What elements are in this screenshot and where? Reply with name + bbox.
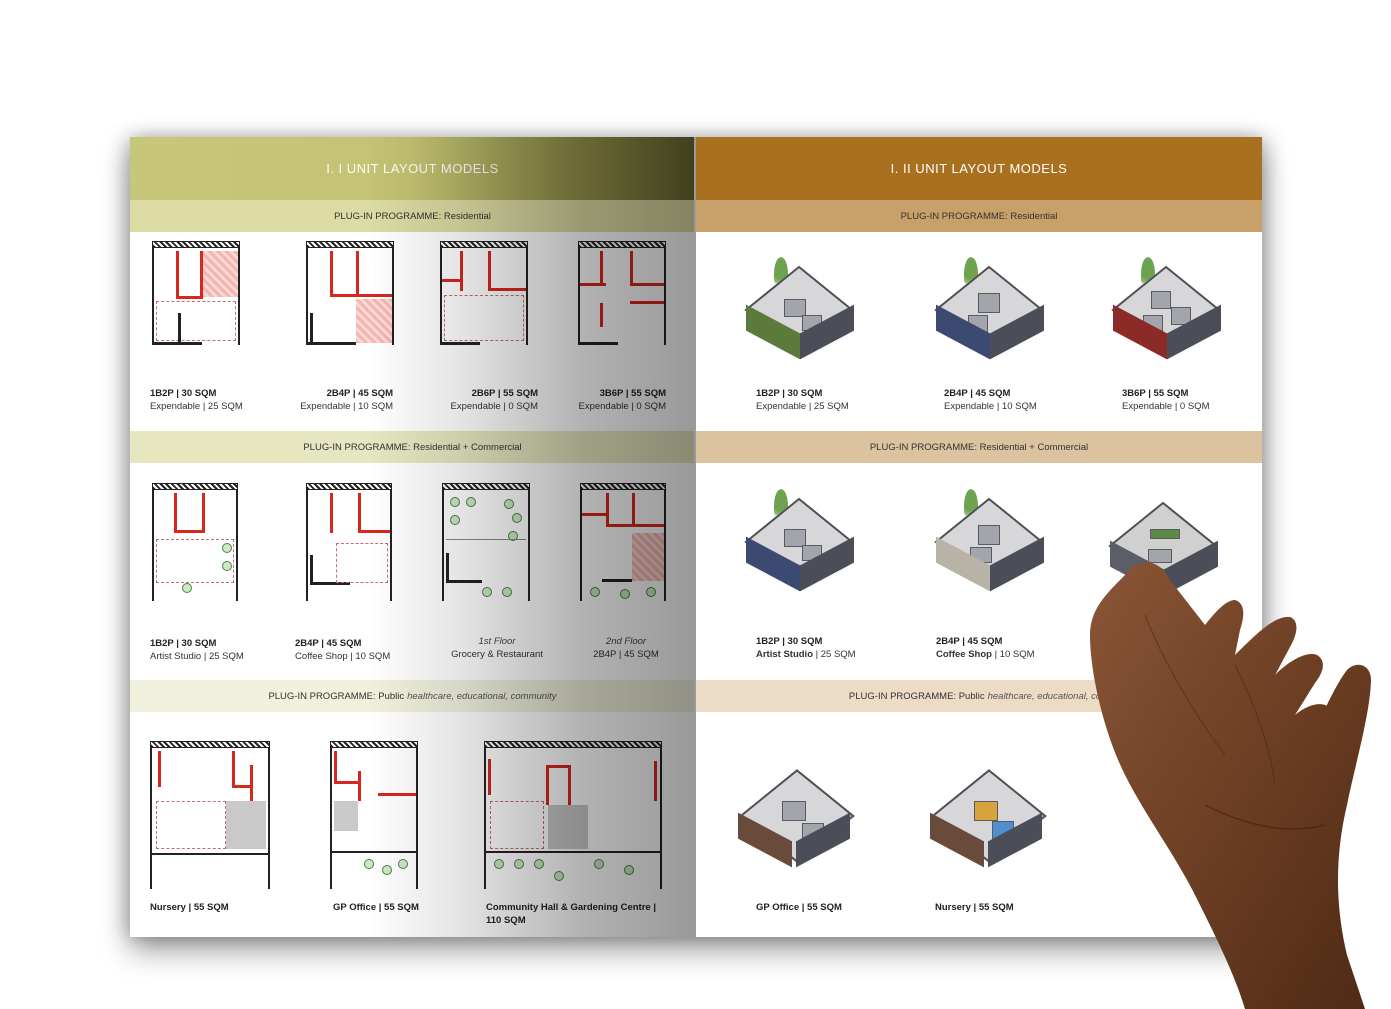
caption-nursery: Nursery | 55 SQM bbox=[150, 902, 229, 913]
iso-model-gp-office bbox=[736, 765, 856, 885]
caption-2b4p: 2B4P | 45 SQM Expendable | 10 SQM bbox=[300, 388, 393, 412]
floor-plan-1b2p bbox=[152, 241, 240, 345]
floor-plan-2nd-floor bbox=[580, 483, 666, 601]
floor-plan-2b4p bbox=[306, 241, 394, 345]
floor-plan-grocery-restaurant bbox=[442, 483, 530, 601]
left-page: I. I UNIT LAYOUT MODELS PLUG-IN PROGRAMM… bbox=[130, 137, 695, 937]
caption-iso-coffee-shop: 2B4P | 45 SQM Coffee Shop | 10 SQM bbox=[936, 636, 1035, 660]
caption-iso-3b6p: 3B6P | 55 SQM Expendable | 0 SQM bbox=[1122, 388, 1210, 412]
caption-3b6p: 3B6P | 55 SQM Expendable | 0 SQM bbox=[578, 388, 667, 412]
caption-iso-2b4p: 2B4P | 45 SQM Expendable | 10 SQM bbox=[944, 388, 1037, 412]
iso-model-artist-studio bbox=[744, 489, 854, 605]
floor-plan-3b6p bbox=[578, 241, 666, 345]
floor-plan-nursery bbox=[150, 741, 270, 889]
caption-iso-nursery: Nursery | 55 SQM bbox=[935, 902, 1014, 913]
caption-iso-artist-studio: 1B2P | 30 SQM Artist Studio | 25 SQM bbox=[756, 636, 856, 660]
caption-artist-studio: 1B2P | 30 SQM Artist Studio | 25 SQM bbox=[150, 638, 244, 662]
caption-2nd-floor: 2nd Floor 2B4P | 45 SQM bbox=[593, 636, 659, 660]
left-programme-residential: PLUG-IN PROGRAMME: Residential bbox=[130, 200, 695, 232]
right-programme-residential: PLUG-IN PROGRAMME: Residential bbox=[696, 200, 1262, 232]
floor-plan-gp-office bbox=[330, 741, 418, 889]
iso-model-coffee-shop bbox=[934, 489, 1044, 605]
booklet-spine bbox=[694, 137, 696, 937]
iso-model-nursery bbox=[928, 765, 1048, 885]
right-page: I. II UNIT LAYOUT MODELS PLUG-IN PROGRAM… bbox=[696, 137, 1262, 937]
iso-model-grocery bbox=[1108, 499, 1218, 609]
caption-community-hall: Community Hall & Gardening Centre | 110 … bbox=[486, 902, 656, 926]
floor-plan-community-hall bbox=[484, 741, 662, 889]
right-page-title: I. II UNIT LAYOUT MODELS bbox=[696, 137, 1262, 200]
caption-2b6p: 2B6P | 55 SQM Expendable | 0 SQM bbox=[450, 388, 539, 412]
left-programme-residential-commercial: PLUG-IN PROGRAMME: Residential + Commerc… bbox=[130, 431, 695, 463]
hand-illustration bbox=[1090, 562, 1371, 1009]
iso-model-2b4p bbox=[934, 257, 1044, 373]
caption-1b2p: 1B2P | 30 SQM Expendable | 25 SQM bbox=[150, 388, 243, 412]
caption-grocery-restaurant: 1st Floor Grocery & Restaurant bbox=[451, 636, 543, 660]
iso-model-1b2p bbox=[744, 257, 854, 373]
floor-plan-artist-studio bbox=[152, 483, 238, 601]
caption-coffee-shop: 2B4P | 45 SQM Coffee Shop | 10 SQM bbox=[295, 638, 391, 662]
caption-gp-office: GP Office | 55 SQM bbox=[333, 902, 419, 913]
caption-iso-1b2p: 1B2P | 30 SQM Expendable | 25 SQM bbox=[756, 388, 849, 412]
iso-model-3b6p bbox=[1111, 257, 1221, 373]
floor-plan-coffee-shop bbox=[306, 483, 392, 601]
right-programme-residential-commercial: PLUG-IN PROGRAMME: Residential + Commerc… bbox=[696, 431, 1262, 463]
floor-plan-2b6p bbox=[440, 241, 528, 345]
caption-iso-gp-office: GP Office | 55 SQM bbox=[756, 902, 842, 913]
left-page-title: I. I UNIT LAYOUT MODELS bbox=[130, 137, 695, 200]
